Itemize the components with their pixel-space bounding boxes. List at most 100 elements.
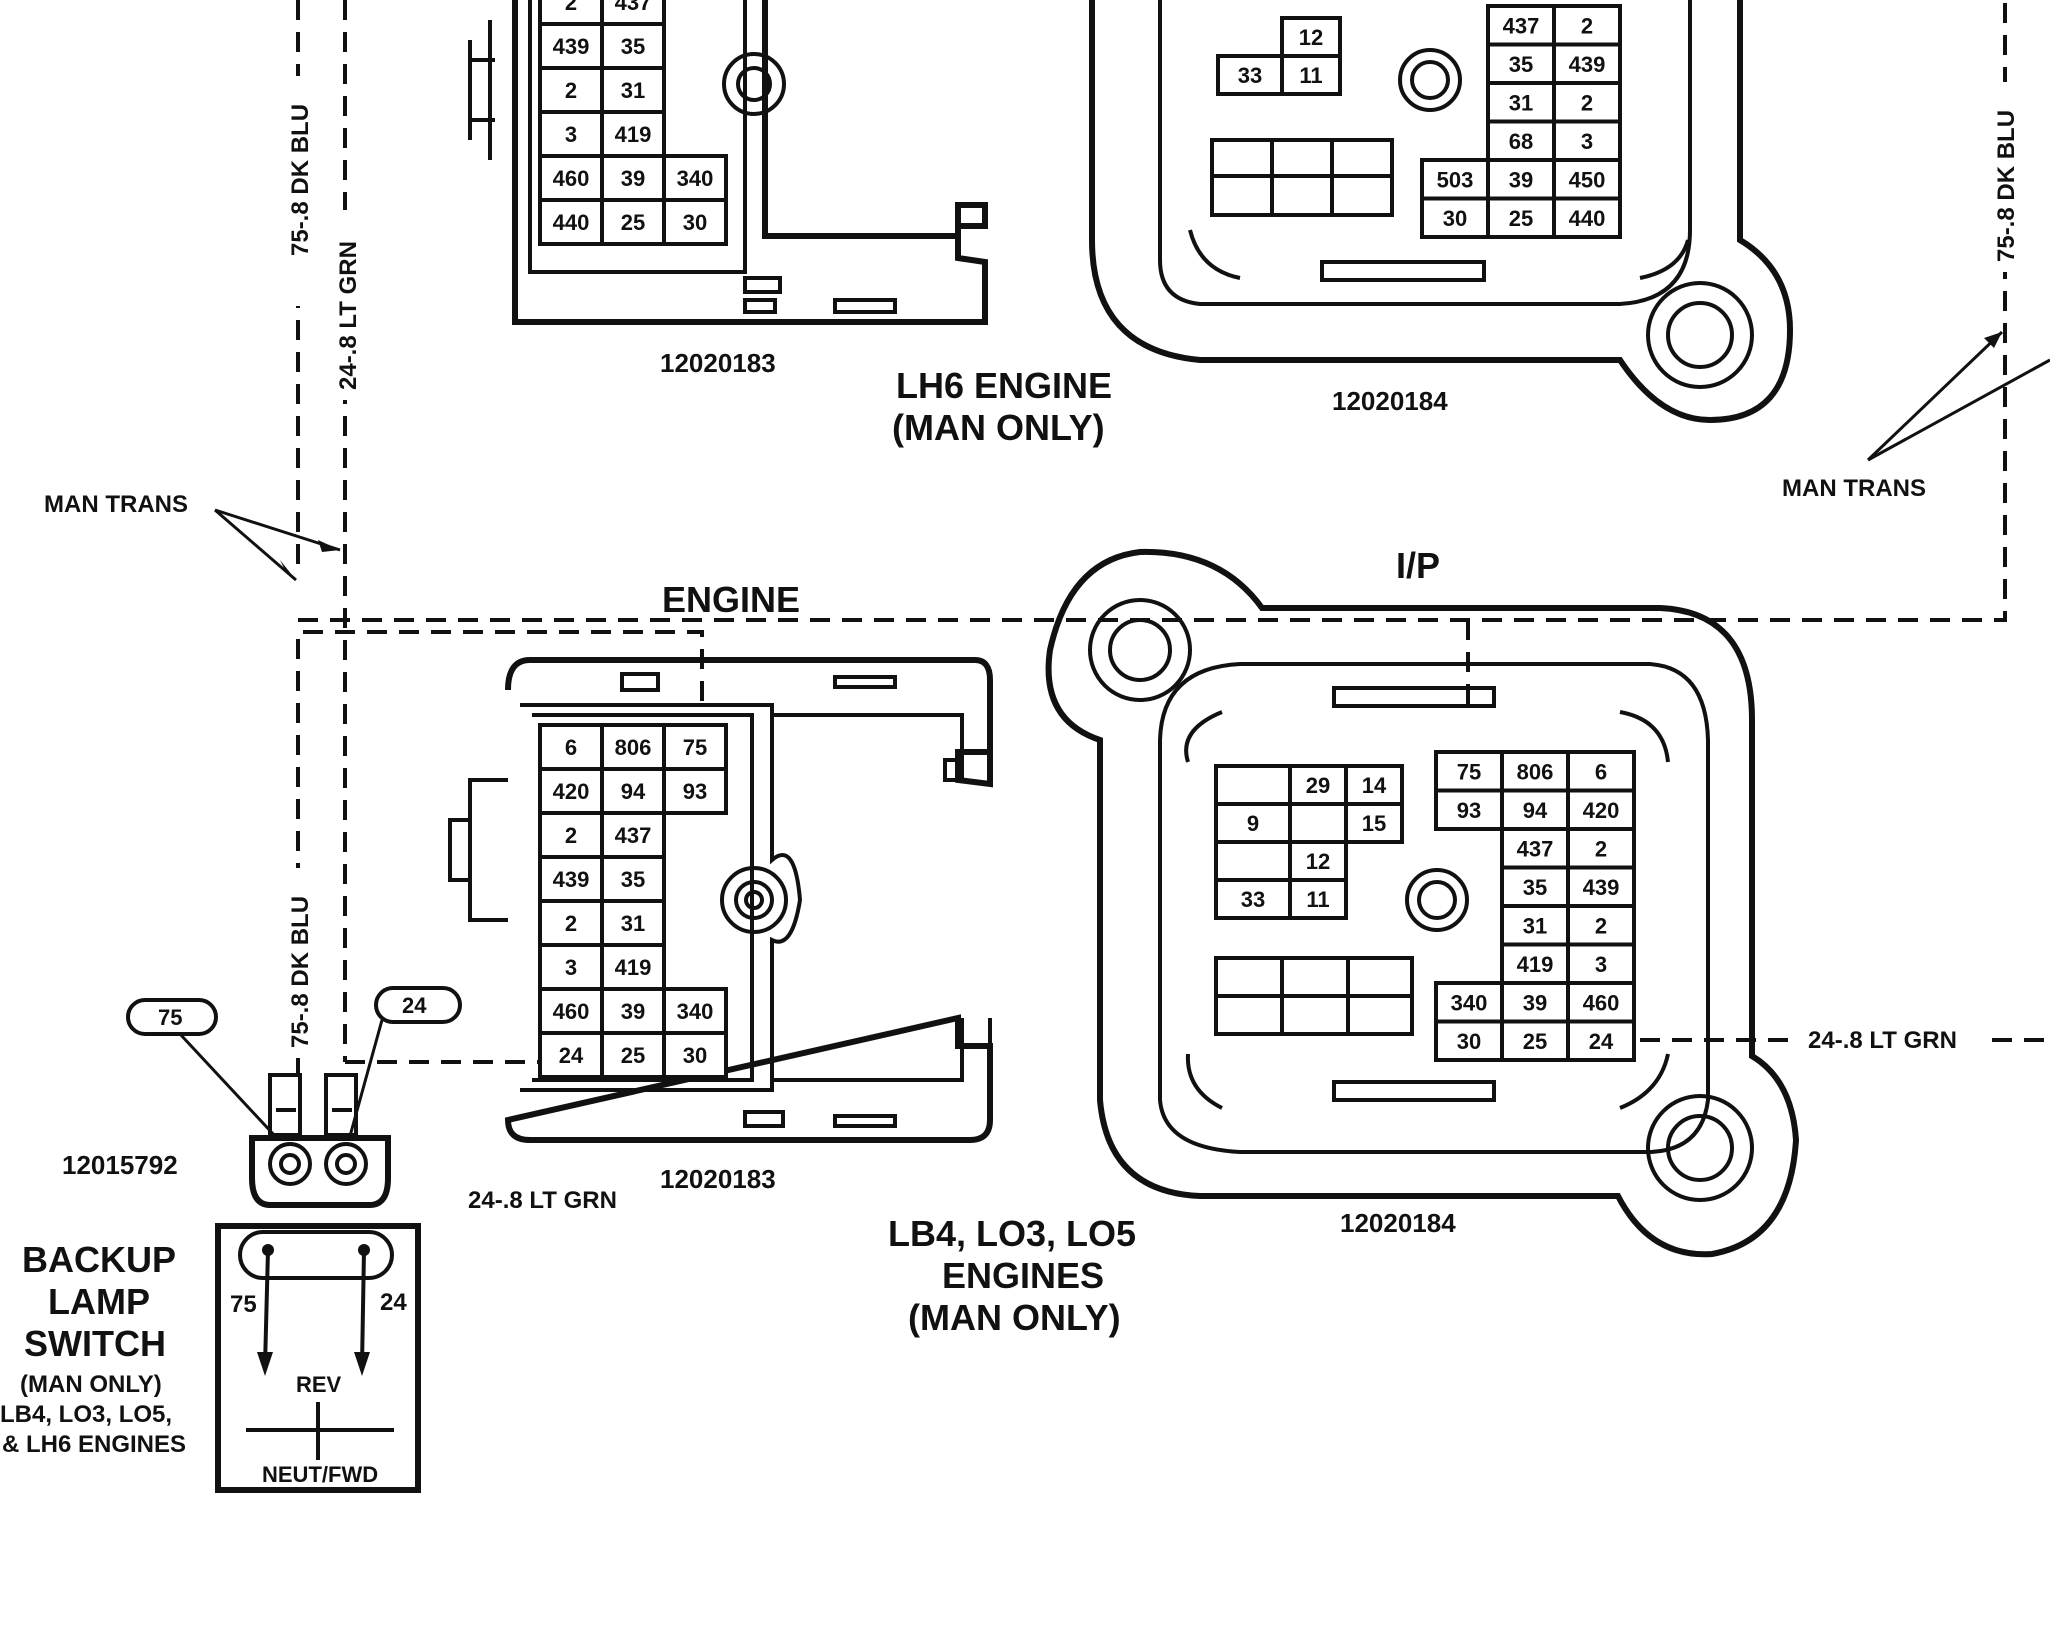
pin-number: 420 (553, 779, 590, 804)
pin-number: 39 (621, 999, 645, 1024)
switch-note-1: (MAN ONLY) (20, 1371, 162, 1398)
switch-note-2: LB4, LO3, LO5, (0, 1401, 172, 1428)
lb4-engines-title-3: (MAN ONLY) (908, 1297, 1121, 1338)
pin-number: 450 (1569, 167, 1606, 192)
pin-number: 39 (1523, 990, 1547, 1015)
wire-dk-blu-to-engine (296, 630, 704, 1075)
pin-number: 439 (553, 867, 590, 892)
pin-number: 439 (1583, 875, 1620, 900)
pin-number: 3 (1595, 952, 1607, 977)
pin-number: 24 (1589, 1029, 1614, 1054)
callout-24: 24 (348, 986, 462, 1137)
pin-number: 11 (1306, 887, 1329, 912)
switch-note-3: & LH6 ENGINES (2, 1431, 186, 1458)
pin-number: 24 (559, 1043, 584, 1068)
pin-number: 2 (565, 78, 577, 103)
pin-cell (1552, 81, 1622, 124)
label-mask (1988, 82, 2020, 272)
pin-cell (1288, 840, 1348, 882)
pin-number: 2 (1595, 836, 1607, 861)
pin-number: 419 (615, 122, 652, 147)
pin-number: 25 (1509, 206, 1533, 231)
pin-cell (538, 1031, 604, 1079)
switch-neut-fwd-label: NEUT/FWD (262, 1462, 378, 1487)
pin-cell (1288, 878, 1348, 920)
callout-75-text: 75 (158, 1005, 182, 1030)
pin-cell (662, 154, 728, 202)
pin-number: 419 (615, 955, 652, 980)
pin-cell (1214, 840, 1292, 882)
man-trans-label: MAN TRANS (1782, 475, 1926, 502)
pin-cell (1552, 4, 1622, 47)
wire-label-dk-blu-right: 75-.8 DK BLU (1993, 110, 2020, 262)
pin-number: 440 (553, 210, 590, 235)
pin-cell (1552, 119, 1622, 162)
pin-number: 30 (683, 210, 707, 235)
pin-number: 3 (565, 122, 577, 147)
pin-number: 25 (1523, 1029, 1547, 1054)
pin-number: 460 (553, 999, 590, 1024)
wire-label-dk-blu-bottom: 75-.8 DK BLU (287, 896, 314, 1048)
wire-label-lt-grn-bottom: 24-.8 LT GRN (468, 1187, 617, 1214)
pin-number: 25 (621, 1043, 645, 1068)
label-mask (330, 210, 362, 400)
pin-number: 30 (1457, 1029, 1481, 1054)
pin-cell (600, 943, 666, 991)
man-trans-right: MAN TRANS (1782, 330, 2050, 502)
pin-number: 39 (621, 166, 645, 191)
pin-number: 437 (615, 0, 652, 15)
pin-number: 25 (621, 210, 645, 235)
pin-number: 11 (1299, 63, 1322, 88)
pin-cell (662, 198, 728, 246)
pin-number: 35 (1523, 875, 1547, 900)
pin-cell (1214, 764, 1292, 806)
pin-number: 340 (677, 166, 714, 191)
switch-rev-label: REV (296, 1372, 342, 1397)
pin-number: 75 (1457, 759, 1481, 784)
pin-cell (600, 767, 666, 815)
pin-number: 31 (1523, 913, 1547, 938)
switch-title-1: BACKUP (22, 1239, 176, 1280)
pin-cell (1280, 54, 1342, 96)
pin-number: 75 (683, 735, 707, 760)
pin-cell (600, 723, 666, 771)
pin-number: 6 (1595, 759, 1607, 784)
pin-number: 806 (1517, 759, 1554, 784)
label-mask (1800, 1022, 1980, 1056)
pin-number: 340 (677, 999, 714, 1024)
pin-number: 9 (1247, 811, 1259, 836)
pin-number: 440 (1569, 206, 1606, 231)
lb4-engines-title-2: ENGINES (942, 1255, 1104, 1296)
pin-number: 437 (615, 823, 652, 848)
pin-number: 6 (565, 735, 577, 760)
pin-number: 33 (1238, 63, 1262, 88)
pin-cell (600, 899, 666, 947)
wire-label-dk-blu-top: 75-.8 DK BLU (287, 104, 314, 256)
pin-number: 2 (1581, 13, 1593, 38)
part-number-ip: 12020184 (1340, 1208, 1456, 1238)
pin-cell (662, 987, 728, 1035)
switch-connector: 12015792 (62, 1073, 391, 1208)
pin-number: 340 (1451, 990, 1488, 1015)
pin-cell (1552, 196, 1622, 239)
pin-cell (600, 110, 666, 158)
pin-number: 2 (565, 0, 577, 15)
pin-number: 439 (1569, 52, 1606, 77)
pin-number: 14 (1362, 773, 1387, 798)
label-mask (282, 868, 314, 1058)
pin-number: 420 (1583, 798, 1620, 823)
pin-number: 439 (553, 34, 590, 59)
pin-number: 2 (565, 823, 577, 848)
pin-cell (600, 0, 666, 26)
pin-number: 30 (683, 1043, 707, 1068)
pin-number: 15 (1362, 811, 1386, 836)
switch-title-3: SWITCH (24, 1323, 166, 1364)
pin-number: 94 (621, 779, 646, 804)
lb4-engines-title-1: LB4, LO3, LO5 (888, 1213, 1136, 1254)
pin-number: 35 (621, 34, 645, 59)
callout-75: 75 (126, 998, 277, 1138)
